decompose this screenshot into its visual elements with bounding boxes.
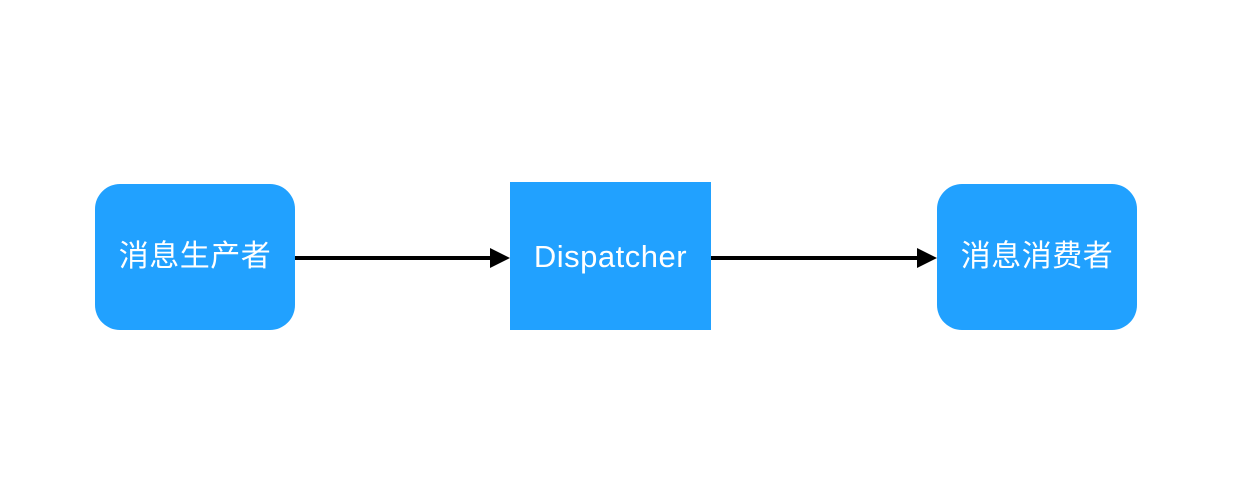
node-label: Dispatcher <box>533 238 688 274</box>
edge-dispatcher-to-consumer <box>711 248 937 268</box>
arrowhead-icon <box>490 248 510 268</box>
node-label: 消息生产者 <box>118 240 272 273</box>
node-message-consumer[interactable]: 消息消费者 <box>937 184 1137 330</box>
node-message-producer[interactable]: 消息生产者 <box>95 184 295 330</box>
edge-producer-to-dispatcher <box>295 248 510 268</box>
node-dispatcher[interactable]: Dispatcher <box>510 182 711 330</box>
node-label: 消息消费者 <box>960 240 1114 273</box>
arrowhead-icon <box>917 248 937 268</box>
